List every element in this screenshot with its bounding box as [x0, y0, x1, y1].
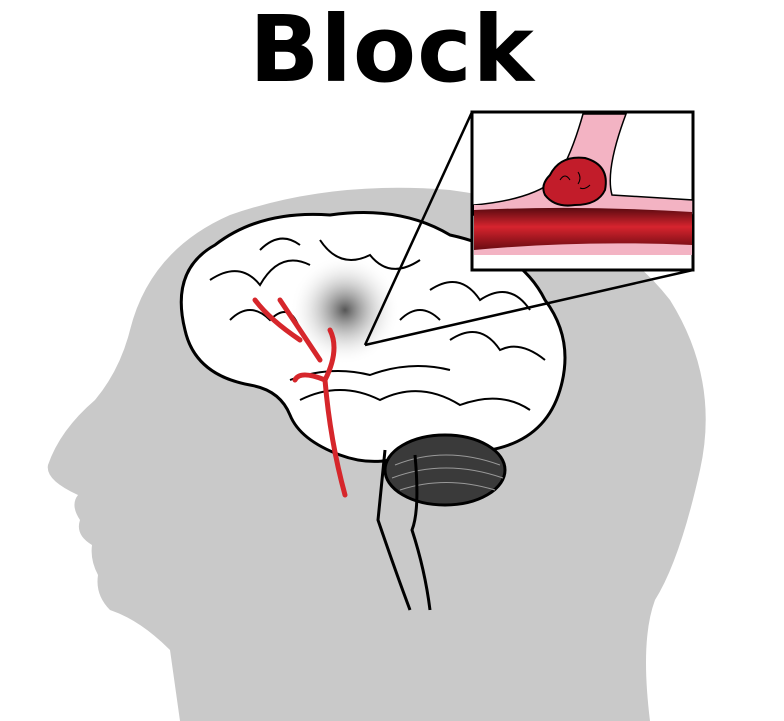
artery: [252, 297, 348, 498]
brainstem: [376, 449, 432, 611]
brain-folds: [209, 237, 546, 411]
blood-clot: [542, 156, 607, 207]
page-title: Block: [249, 0, 535, 103]
cerebellum-folds: [391, 454, 504, 491]
cerebellum: [383, 433, 507, 507]
clot-closeup-inset: [470, 110, 695, 272]
clot-texture: [559, 171, 591, 190]
blood-flow: [474, 207, 692, 250]
ischemic-region: [290, 255, 400, 365]
callout-lines: [363, 111, 694, 347]
